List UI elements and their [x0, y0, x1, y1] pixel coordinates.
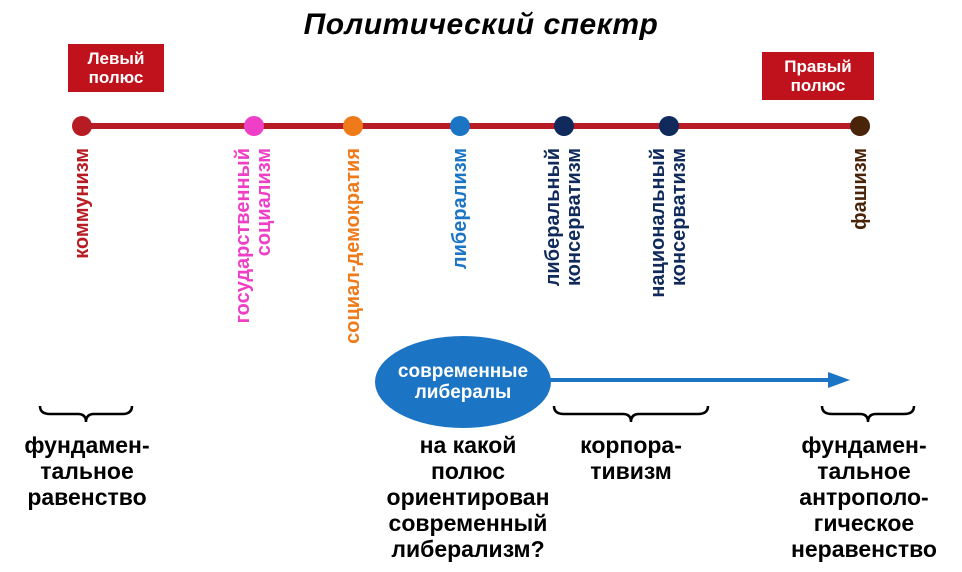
text-line: тальное [40, 458, 134, 484]
spectrum-point [450, 116, 470, 136]
text-line: современный [388, 510, 548, 536]
text-line: ориентирован [386, 484, 550, 510]
spectrum-label: фашизм [848, 148, 871, 230]
text-line: гическое [813, 510, 915, 536]
spectrum-label: либерализм [448, 148, 471, 270]
right-pole-line-1: Правый [784, 57, 852, 76]
question-text: на какой полюс ориентирован современный … [368, 432, 568, 562]
right-pole-line-2: полюс [790, 76, 846, 95]
spectrum-label-line: коммунизм [70, 148, 93, 259]
text-line: тивизм [590, 458, 672, 484]
left-brace [38, 405, 134, 423]
right-pole-label: Правый полюс [762, 52, 874, 100]
text-line: фундамен- [24, 432, 150, 458]
spectrum-axis [82, 123, 864, 129]
modern-liberals-line-1: современные [397, 361, 529, 382]
spectrum-label-line: консерватизм [563, 148, 585, 286]
spectrum-label-line: национальный [647, 148, 669, 298]
spectrum-point [343, 116, 363, 136]
spectrum-point [659, 116, 679, 136]
text-line: либерализм? [391, 536, 545, 562]
spectrum-label: коммунизм [70, 148, 93, 259]
diagram-title: Политический спектр [303, 8, 659, 41]
spectrum-label-line: либерализм [448, 148, 471, 270]
spectrum-label: социал-демократия [341, 148, 364, 344]
text-line: неравенство [791, 536, 937, 562]
fundamental-equality-text: фундамен- тальное равенство [0, 432, 174, 510]
spectrum-label-line: социал-демократия [341, 148, 364, 344]
spectrum-point [554, 116, 574, 136]
text-line: полюс [430, 458, 506, 484]
left-pole-line-2: полюс [88, 68, 144, 87]
direction-arrow-head [828, 372, 850, 388]
text-line: фундамен- [801, 432, 927, 458]
left-pole-line-1: Левый [87, 49, 145, 68]
spectrum-label-line: государственный [232, 148, 254, 324]
right-brace [820, 405, 916, 423]
spectrum-label-line: либеральный [542, 148, 564, 287]
text-line: равенство [27, 484, 147, 510]
corporatism-brace [552, 405, 710, 423]
spectrum-label-line: социализм [253, 148, 275, 257]
spectrum-point [72, 116, 92, 136]
text-line: тальное [817, 458, 911, 484]
modern-liberals-ellipse: современные либералы [375, 336, 551, 428]
fundamental-inequality-text: фундамен- тальное антрополо- гическое не… [770, 432, 958, 562]
direction-arrow-shaft [548, 378, 830, 382]
spectrum-point [850, 116, 870, 136]
spectrum-point [244, 116, 264, 136]
modern-liberals-line-2: либералы [414, 382, 512, 403]
text-line: на какой [419, 432, 517, 458]
spectrum-label-line: фашизм [848, 148, 871, 230]
left-pole-label: Левый полюс [68, 44, 164, 92]
corporatism-text: корпора- тивизм [560, 432, 702, 484]
text-line: антрополо- [799, 484, 929, 510]
spectrum-label-line: консерватизм [668, 148, 690, 286]
text-line: корпора- [580, 432, 682, 458]
